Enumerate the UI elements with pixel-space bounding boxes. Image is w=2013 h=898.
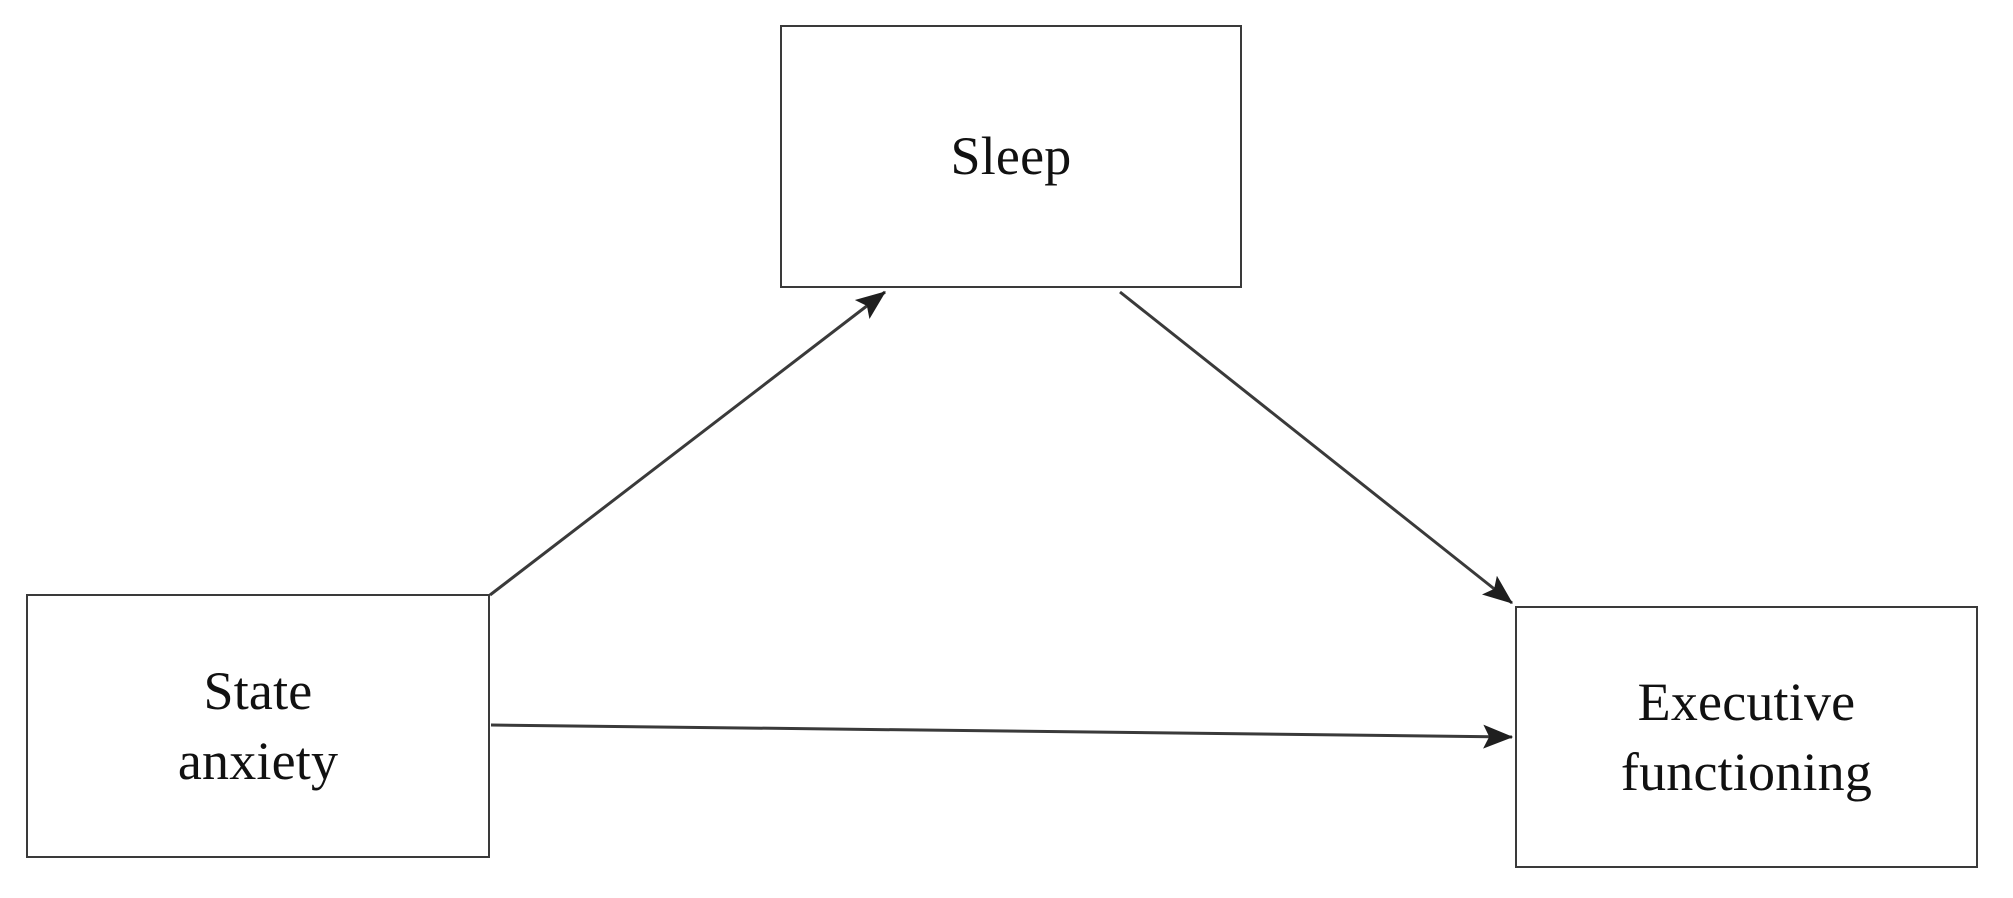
node-state-anxiety-label: State anxiety	[177, 660, 339, 791]
edge-state-anxiety-to-executive-functioning	[490, 723, 1514, 749]
node-sleep[interactable]: Sleep	[780, 25, 1242, 288]
node-sleep-label: Sleep	[950, 126, 1072, 187]
node-executive-functioning[interactable]: Executive functioning	[1515, 606, 1978, 868]
node-state-anxiety[interactable]: State anxiety	[26, 594, 490, 858]
edge-sleep-to-executive-functioning	[1119, 290, 1513, 605]
node-executive-functioning-label: Executive functioning	[1620, 671, 1873, 802]
edge-state-anxiety-to-sleep	[489, 290, 886, 597]
